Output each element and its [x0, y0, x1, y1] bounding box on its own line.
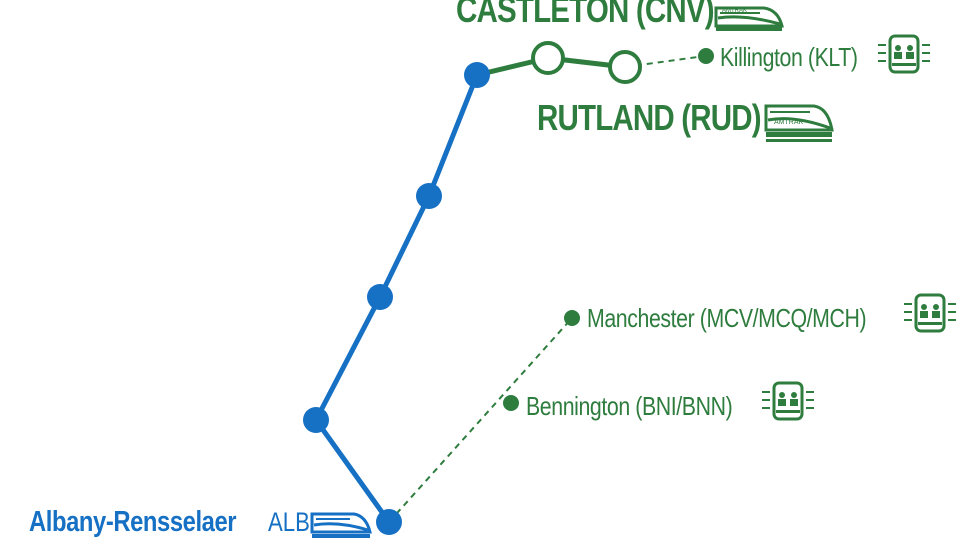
amtrak-train-icon: [310, 512, 372, 538]
amtrak-train-icon: AMTRAK: [714, 6, 784, 31]
station-code-albany: ALB: [268, 507, 310, 537]
bus-stop-dot-manchester[interactable]: [564, 310, 580, 326]
bus-stop-dot-bennington[interactable]: [503, 395, 519, 411]
station-dot[interactable]: [367, 284, 393, 310]
station-dot[interactable]: [303, 407, 329, 433]
amtrak-route-line: [313, 74, 480, 524]
station-label-rutland: RUTLAND (RUD): [537, 97, 762, 138]
bus-icon: [904, 293, 956, 333]
bus-stop-label-bennington: Bennington (BNI/BNN): [526, 391, 733, 421]
bus-icon: [878, 34, 930, 74]
station-dot[interactable]: [464, 62, 490, 88]
station-dot-albany[interactable]: [376, 509, 402, 535]
bus-stop-label-killington: Killington (KLT): [720, 42, 858, 72]
bus-stop-dot-killington[interactable]: [698, 48, 714, 64]
train-logo-text: AMTRAK: [774, 119, 804, 126]
bus-stop-label-manchester: Manchester (MCV/MCQ/MCH): [587, 303, 867, 333]
station-ring-rutland[interactable]: [608, 50, 642, 84]
station-ring-castleton[interactable]: [531, 41, 565, 75]
station-dot[interactable]: [416, 183, 442, 209]
train-logo-text: AMTRAK: [722, 8, 747, 14]
station-label-castleton: CASTLETON (CNV): [456, 0, 715, 30]
bus-connection-manchester: [388, 317, 573, 523]
amtrak-train-icon: AMTRAK: [764, 104, 834, 142]
station-label-albany: Albany-Rensselaer: [29, 506, 237, 538]
bus-icon: [762, 381, 814, 421]
